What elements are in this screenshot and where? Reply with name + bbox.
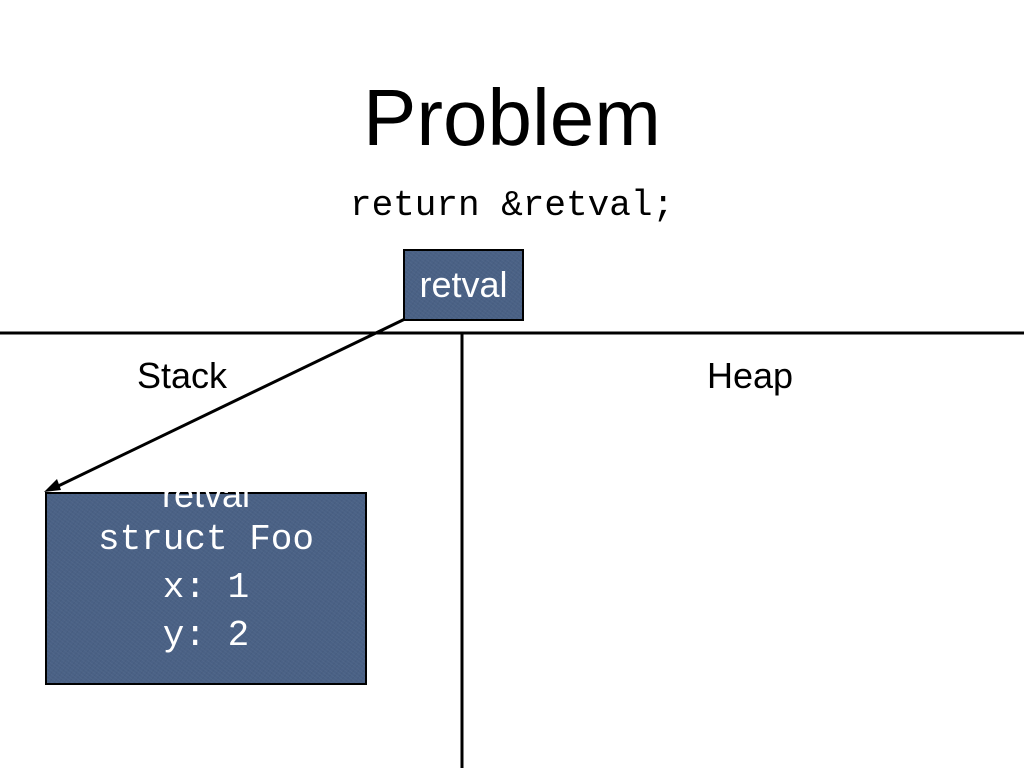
struct-type-line: struct Foo <box>97 519 315 560</box>
pointer-arrow-head <box>44 479 61 492</box>
stack-region-label: Stack <box>136 355 228 396</box>
struct-field-y: y: 2 <box>162 615 250 656</box>
retval-pointer-label: retval <box>419 264 508 305</box>
struct-field-x: x: 1 <box>162 567 250 608</box>
retval-pointer-box: retval <box>403 249 524 321</box>
code-statement: return &retval; <box>349 185 675 226</box>
struct-foo-box <box>45 492 367 685</box>
struct-variable-label: retval <box>161 474 251 515</box>
heap-region-label: Heap <box>706 355 794 396</box>
slide-title: Problem <box>363 73 661 162</box>
pointer-arrow-shaft <box>51 316 408 491</box>
